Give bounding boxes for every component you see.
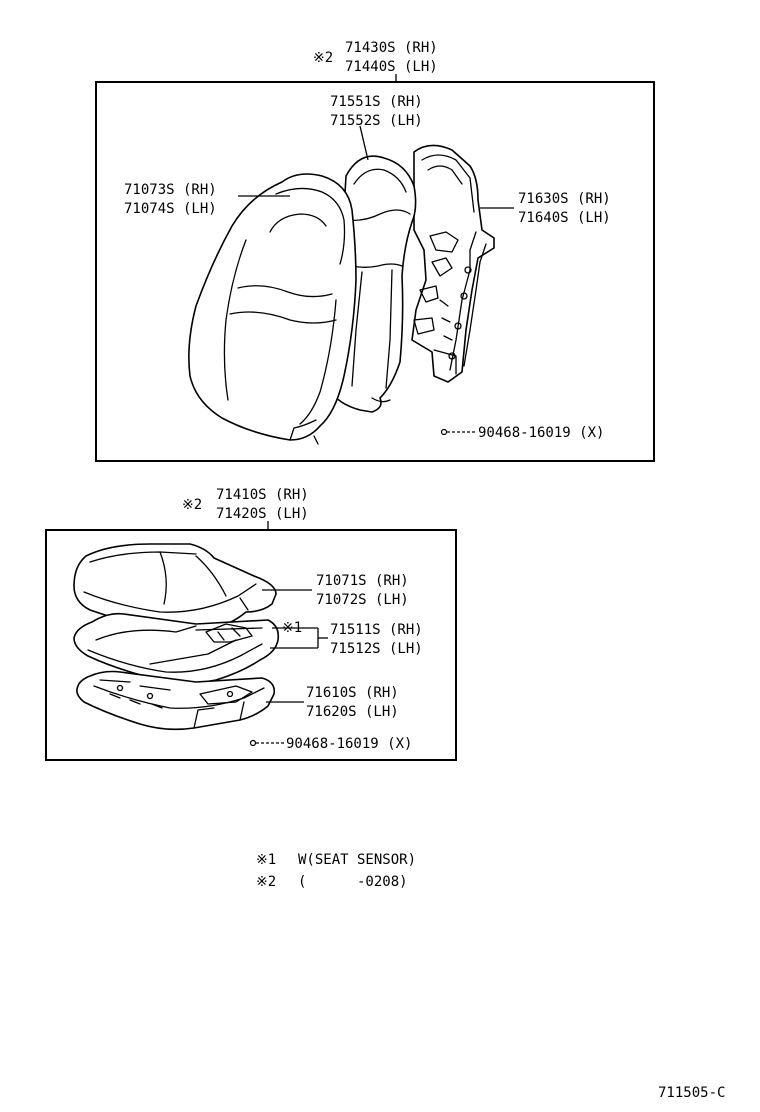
cushion-pad-lh: 71512S (LH) bbox=[330, 641, 423, 657]
cushion-frame-rh: 71610S (RH) bbox=[306, 685, 399, 701]
footnotes: ※1 W(SEAT SENSOR) ※2 ( -0208) bbox=[256, 852, 416, 890]
seatback-assembly-rh: 71430S (RH) bbox=[345, 40, 438, 56]
seatback-clip-label: 90468-16019 (X) bbox=[478, 425, 604, 441]
cushion-frame-lh: 71620S (LH) bbox=[306, 704, 399, 720]
cushion-group-frame bbox=[45, 529, 457, 761]
footnote-2-text: ( -0208) bbox=[298, 874, 408, 890]
footnote-1-text: W(SEAT SENSOR) bbox=[298, 852, 416, 868]
seatback-group-frame bbox=[95, 81, 655, 462]
cushion-cover-lh: 71072S (LH) bbox=[316, 592, 409, 608]
seatback-frame-rh: 71630S (RH) bbox=[518, 191, 611, 207]
seatback-frame-lh: 71640S (LH) bbox=[518, 210, 611, 226]
footnote-1-marker: ※1 bbox=[256, 852, 276, 868]
seatback-pad-rh: 71551S (RH) bbox=[330, 94, 423, 110]
cushion-pad-rh: 71511S (RH) bbox=[330, 622, 423, 638]
seatback-pad-leader bbox=[359, 125, 369, 161]
cushion-group: ※2 71410S (RH) 71420S (LH) bbox=[45, 487, 457, 761]
diagram-code: 711505-C bbox=[658, 1085, 725, 1101]
seatback-cover-rh: 71073S (RH) bbox=[124, 182, 217, 198]
seatback-cover-lh: 71074S (LH) bbox=[124, 201, 217, 217]
cushion-clip-icon bbox=[249, 739, 257, 747]
seatback-clip-icon bbox=[440, 428, 448, 436]
seatback-cover-part bbox=[188, 173, 357, 445]
cushion-assembly-rh: 71410S (RH) bbox=[216, 487, 309, 503]
cushion-marker: ※2 bbox=[182, 497, 202, 513]
seatback-marker: ※2 bbox=[313, 50, 333, 66]
cushion-pad-marker: ※1 bbox=[282, 620, 302, 636]
cushion-cover-part bbox=[73, 543, 277, 636]
seatback-pad-lh: 71552S (LH) bbox=[330, 113, 423, 129]
seatback-group: ※2 71430S (RH) 71440S (LH) bbox=[95, 40, 655, 462]
cushion-frame-part bbox=[76, 670, 276, 731]
cushion-assembly-lh: 71420S (LH) bbox=[216, 506, 309, 522]
seatback-frame-part bbox=[411, 144, 495, 383]
seatback-assembly-lh: 71440S (LH) bbox=[345, 59, 438, 75]
footnote-2-marker: ※2 bbox=[256, 874, 276, 890]
cushion-clip-label: 90468-16019 (X) bbox=[286, 736, 412, 752]
cushion-cover-rh: 71071S (RH) bbox=[316, 573, 409, 589]
